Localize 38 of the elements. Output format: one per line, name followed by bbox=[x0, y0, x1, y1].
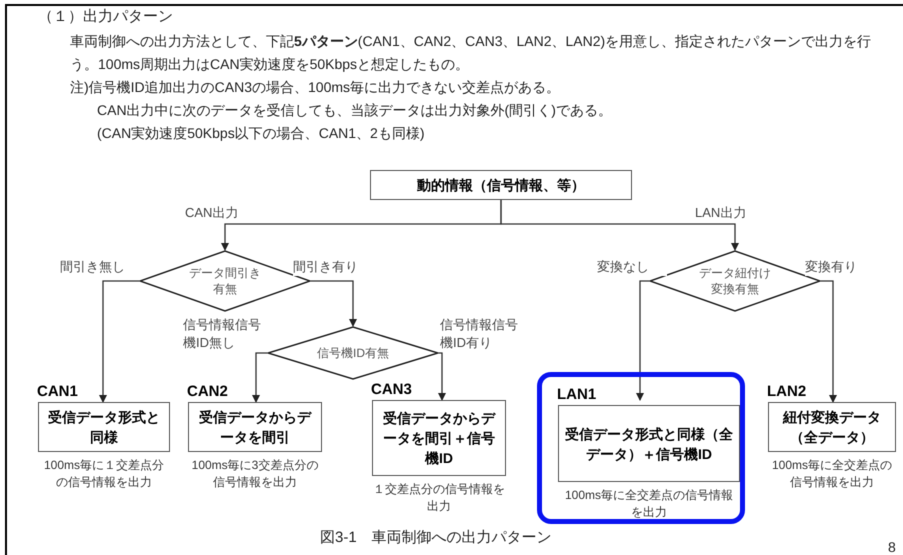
note-text: 車両制御への出力方法として、下記5パターン(CAN1、CAN2、CAN3、LAN2、LAN2)を用意し、指定されたパターンで出力を行う。100ms周期出力はCAN実効速度を50Kbpsと想定したもの。 bbox=[70, 32, 872, 74]
box-caption: 100ms毎に全交差点の信号情報を出力 bbox=[770, 457, 894, 491]
box-caption: 100ms毎に3交差点分の信号情報を出力 bbox=[190, 457, 320, 491]
decision-diamond bbox=[268, 326, 438, 380]
edge-label: 変換なし bbox=[597, 258, 667, 276]
page-number: 8 bbox=[888, 538, 897, 555]
box-caption: １交差点分の信号情報を出力 bbox=[373, 481, 505, 515]
box-text: 受信データ形式と同様（全データ）＋信号機ID bbox=[564, 424, 734, 464]
connector-arrow bbox=[500, 200, 739, 251]
pattern-name: LAN1 bbox=[557, 385, 596, 404]
note-text: (CAN実効速度50Kbps以下の場合、CAN1、2も同様) bbox=[97, 124, 426, 143]
decision-text: データ間引き有無 bbox=[188, 265, 262, 297]
figure-caption: 図3-1 車両制御への出力パターン bbox=[320, 528, 552, 548]
connector-arrow bbox=[820, 280, 837, 403]
connector-arrow bbox=[310, 280, 357, 327]
connector-arrow bbox=[99, 280, 140, 403]
connector-arrow bbox=[438, 352, 446, 401]
note-text: 注)信号機ID追加出力のCAN3の場合、100ms毎に出力できない交差点がある。 bbox=[70, 78, 562, 97]
box-text: 受信データ形式と同様 bbox=[47, 408, 161, 447]
process-box bbox=[370, 170, 632, 200]
box-text: 動的情報（信号情報、等） bbox=[416, 176, 586, 195]
connector-arrow bbox=[252, 352, 268, 403]
box-text: 紐付変換データ（全データ） bbox=[782, 408, 882, 447]
decision-text: データ紐付け変換有無 bbox=[698, 265, 772, 297]
pattern-name: CAN3 bbox=[371, 380, 412, 399]
pattern-name: CAN2 bbox=[187, 382, 228, 401]
highlight-frame bbox=[537, 372, 745, 524]
connector-arrow bbox=[636, 280, 650, 401]
box-text: 受信データからデータを間引＋信号機ID bbox=[382, 409, 497, 468]
decision-text: 信号機ID有無 bbox=[316, 345, 390, 361]
box-caption: 100ms毎に全交差点の信号情報を出力 bbox=[564, 487, 734, 521]
section-title: （１）出力パターン bbox=[38, 7, 173, 27]
box-text: 受信データからデータを間引 bbox=[198, 408, 313, 447]
pattern-name: CAN1 bbox=[37, 382, 78, 401]
pattern-name: LAN2 bbox=[767, 382, 806, 401]
decision-diamond bbox=[650, 250, 820, 312]
note-text: CAN出力中に次のデータを受信しても、当該データは出力対象外(間引く)である。 bbox=[97, 101, 613, 120]
box-caption: 100ms毎に１交差点分の信号情報を出力 bbox=[42, 457, 166, 491]
